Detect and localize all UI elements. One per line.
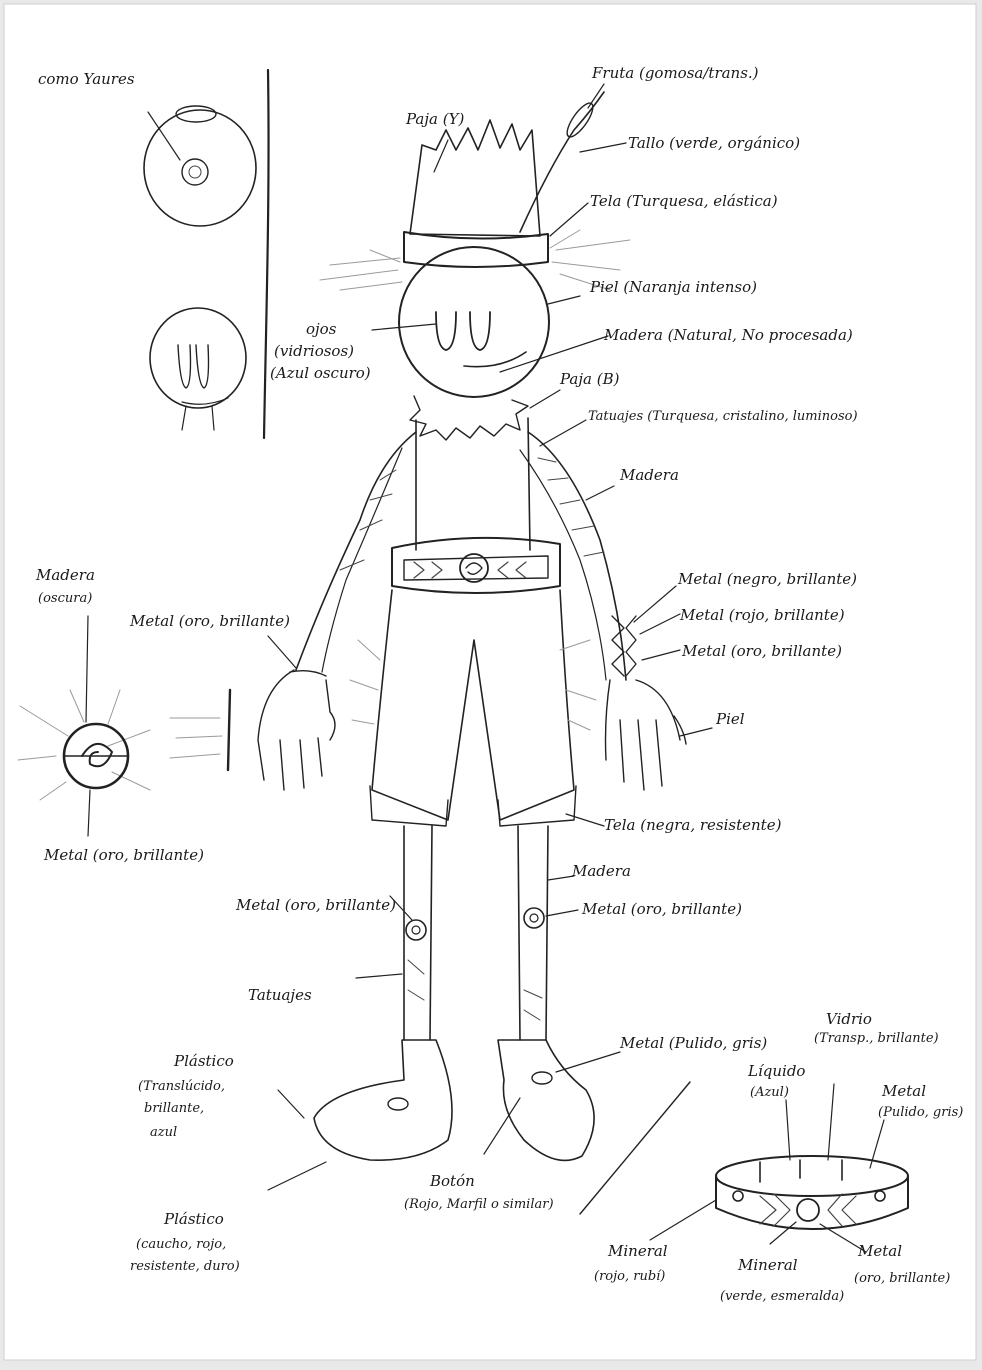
label-tela-negra: Tela (negra, resistente) xyxy=(604,816,782,834)
label-madera-arm: Madera xyxy=(619,466,679,484)
label-plastico-3: brillante, xyxy=(144,1101,204,1116)
label-vidrio-1: Vidrio xyxy=(826,1010,872,1028)
label-boton-2: (Rojo, Marfil o similar) xyxy=(404,1197,554,1212)
label-paja-b: Paja (B) xyxy=(559,370,620,388)
label-metal-pulido: Metal (Pulido, gris) xyxy=(619,1034,767,1052)
label-ojos-1: ojos xyxy=(306,320,337,338)
label-mineral-rojo-2: (rojo, rubí) xyxy=(594,1269,665,1284)
label-metal-pulido-ring-2: (Pulido, gris) xyxy=(878,1105,963,1120)
label-madera-oscura-1: Madera xyxy=(35,566,95,584)
label-metal-oro-ring-1: Metal xyxy=(857,1242,902,1260)
label-madera-leg: Madera xyxy=(571,862,631,880)
label-fruta: Fruta (gomosa/trans.) xyxy=(591,64,759,82)
label-plastico-4: azul xyxy=(150,1125,177,1140)
label-tallo: Tallo (verde, orgánico) xyxy=(628,134,800,152)
label-metal-pulido-ring-1: Metal xyxy=(881,1082,926,1100)
label-caucho-2: (caucho, rojo, xyxy=(136,1237,226,1252)
label-mineral-verde-1: Mineral xyxy=(737,1256,798,1274)
label-liquido-1: Líquido xyxy=(747,1062,805,1080)
label-liquido-2: (Azul) xyxy=(750,1085,789,1100)
label-tatuajes-turquesa: Tatuajes (Turquesa, cristalino, luminoso… xyxy=(588,409,858,424)
label-metal-oro-knee-right: Metal (oro, brillante) xyxy=(581,900,742,918)
label-top-left-note: como Yaures xyxy=(38,70,135,88)
label-caucho-1: Plástico xyxy=(163,1210,224,1228)
label-plastico-1: Plástico xyxy=(173,1052,234,1070)
label-metal-oro-wrist: Metal (oro, brillante) xyxy=(681,642,842,660)
label-mineral-rojo-1: Mineral xyxy=(607,1242,668,1260)
label-plastico-2: (Translúcido, xyxy=(138,1079,225,1094)
label-madera-oscura-2: (oscura) xyxy=(38,591,92,606)
label-piel-hand: Piel xyxy=(715,710,745,728)
label-vidrio-2: (Transp., brillante) xyxy=(814,1031,939,1046)
label-metal-oro-knee-left: Metal (oro, brillante) xyxy=(235,896,396,914)
label-madera-natural: Madera (Natural, No procesada) xyxy=(603,326,853,344)
label-ojos-2: (vidriosos) xyxy=(274,342,354,360)
label-mineral-verde-2: (verde, esmeralda) xyxy=(720,1289,844,1304)
label-tatuajes: Tatuajes xyxy=(248,986,312,1004)
label-tela-turquesa: Tela (Turquesa, elástica) xyxy=(590,192,778,210)
label-ojos-3: (Azul oscuro) xyxy=(270,364,371,382)
label-paja-y: Paja (Y) xyxy=(405,110,464,128)
label-metal-oro-left: Metal (oro, brillante) xyxy=(129,612,290,630)
label-metal-oro-belt: Metal (oro, brillante) xyxy=(43,846,204,864)
label-piel-naranja: Piel (Naranja intenso) xyxy=(589,278,757,296)
label-metal-oro-ring-2: (oro, brillante) xyxy=(854,1271,950,1286)
label-caucho-3: resistente, duro) xyxy=(130,1259,240,1274)
label-metal-rojo: Metal (rojo, brillante) xyxy=(679,606,845,624)
label-metal-negro: Metal (negro, brillante) xyxy=(677,570,857,588)
label-boton-1: Botón xyxy=(429,1172,475,1190)
